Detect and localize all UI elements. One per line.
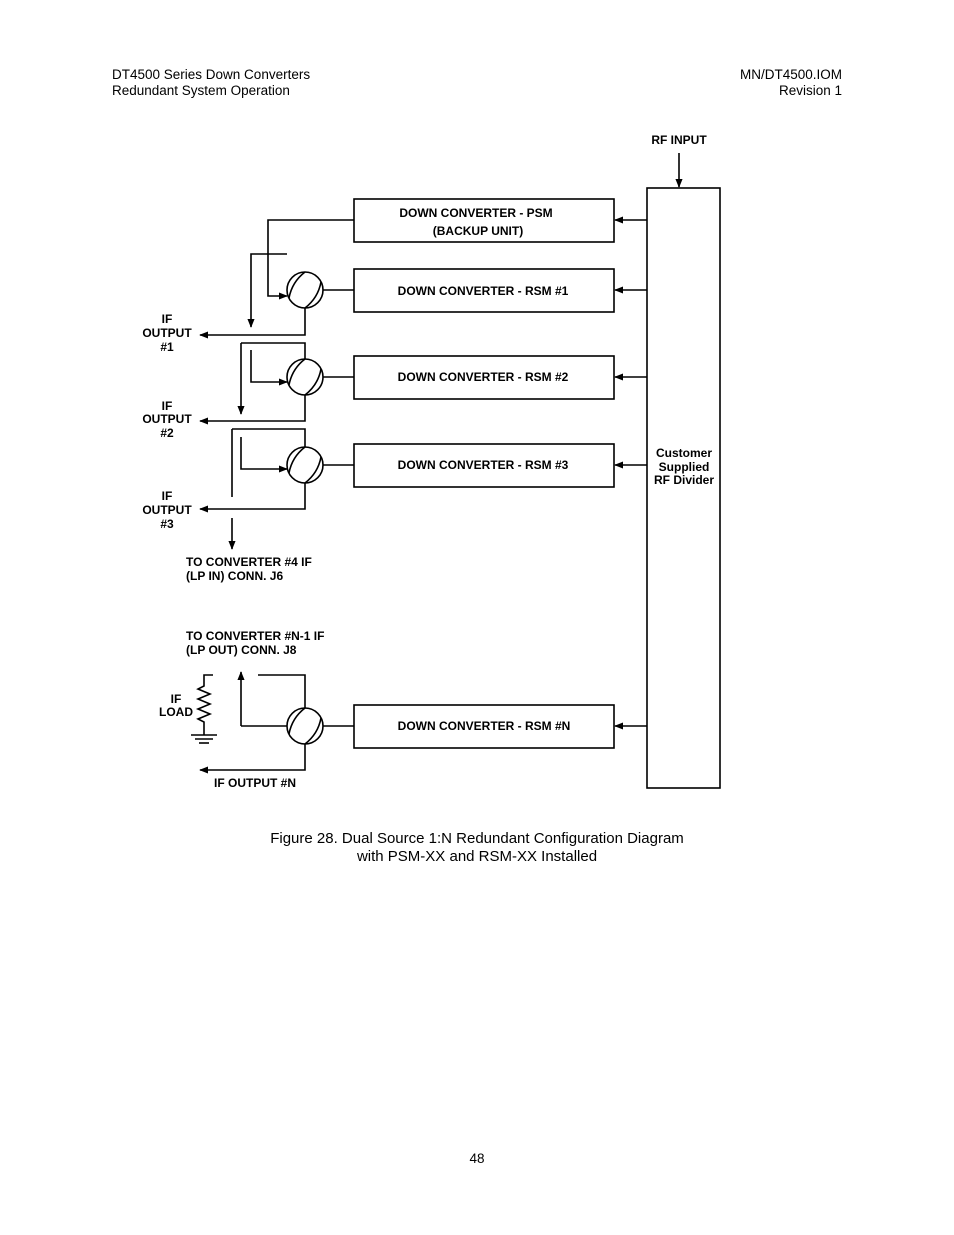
switch-1-icon [286,271,324,309]
page-header-left: DT4500 Series Down Converters Redundant … [112,67,310,99]
if-output-2-label: IF [162,399,173,413]
psm-sublabel: (BACKUP UNIT) [433,224,523,238]
resistor-icon [195,674,213,735]
if-output-1-label: IF [162,312,173,326]
if-output-3-label: #3 [160,517,174,531]
switch-3-icon [286,446,324,484]
figure-caption: Figure 28. Dual Source 1:N Redundant Con… [0,830,954,866]
divider-label-3: RF Divider [654,473,714,487]
rsm2-label: DOWN CONVERTER - RSM #2 [398,370,569,384]
to-converter-4-sublabel: (LP IN) CONN. J6 [186,569,283,583]
to-converter-n-sublabel: (LP OUT) CONN. J8 [186,643,297,657]
header-revision: Revision 1 [778,83,842,98]
rsm1-label: DOWN CONVERTER - RSM #1 [398,284,569,298]
if-output-2-label: #2 [160,426,174,440]
divider-label-2: Supplied [659,460,710,474]
if-output-1-label: #1 [160,340,174,354]
rf-input-label: RF INPUT [651,133,707,147]
if-output-n-label: IF OUTPUT #N [214,776,296,790]
page-header-right: MN/DT4500.IOM Revision 1 [740,67,842,99]
divider-label-1: Customer [656,446,712,460]
header-title: DT4500 Series Down Converters [112,67,311,82]
if-output-3-label: OUTPUT [142,503,192,517]
if-output-1-label: OUTPUT [142,326,192,340]
to-converter-4-label: TO CONVERTER #4 IF [186,555,312,569]
if-load-label: IF [171,692,182,706]
psm-label: DOWN CONVERTER - PSM [399,206,552,220]
page-number: 48 [469,1151,485,1166]
rsmN-label: DOWN CONVERTER - RSM #N [398,719,571,733]
switch-2-icon [286,358,324,396]
if-output-2-label: OUTPUT [142,412,192,426]
to-converter-n-label: TO CONVERTER #N-1 IF [186,629,324,643]
header-doc-number: MN/DT4500.IOM [739,67,842,82]
rf-divider-box [646,187,721,789]
if-output-3-label: IF [162,489,173,503]
rsm3-label: DOWN CONVERTER - RSM #3 [398,458,569,472]
header-subtitle: Redundant System Operation [112,83,290,98]
if-load-sublabel: LOAD [159,705,193,719]
caption-line-1: Figure 28. Dual Source 1:N Redundant Con… [270,830,684,847]
caption-line-2: with PSM-XX and RSM-XX Installed [356,848,598,865]
redundant-configuration-diagram: RF INPUT DOWN CONVERTER - PSM (BACKUP UN… [142,133,721,790]
switch-n-icon [286,707,324,745]
